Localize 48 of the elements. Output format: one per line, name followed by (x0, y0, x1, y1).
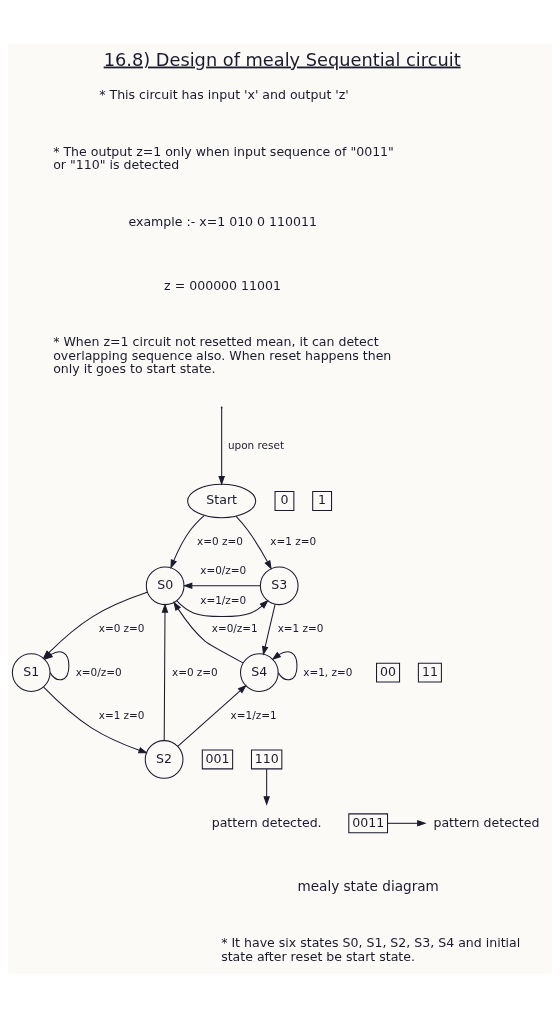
arrow (177, 684, 247, 747)
label: example :- x=1 010 0 110011 (128, 213, 317, 229)
edge-label: x=1 z=0 (98, 708, 145, 721)
label: * This circuit has input 'x' and output 'z' (99, 86, 349, 102)
arrow (43, 686, 148, 753)
node-box: 110 (250, 749, 283, 769)
edge-label: x=1/z=0 (200, 593, 247, 606)
edge-label: upon reset (227, 438, 285, 451)
node-ellipse: Start (187, 483, 257, 518)
node-text: pattern detected (433, 814, 540, 830)
edge-label: x=0/z=1 (211, 621, 258, 634)
node-box: 00 (376, 662, 401, 683)
edge-label: x=0 z=0 (197, 534, 243, 547)
node-box: 0011 (348, 812, 389, 833)
edge-label: x=0/z=0 (75, 665, 122, 678)
arrow (182, 581, 261, 589)
caption: mealy state diagram (297, 877, 439, 894)
node-circle: S3 (259, 565, 299, 605)
node-circle: S0 (145, 565, 185, 605)
node-circle: S1 (11, 652, 51, 692)
node-text: pattern detected. (211, 814, 322, 830)
node-circle: S2 (144, 739, 184, 779)
label: * When z=1 circuit not resetted mean, it can detect overlapping sequence also. When reset happens then only it goes to start state. (53, 333, 392, 376)
node-box: 1 (312, 490, 333, 511)
node-box: 11 (417, 662, 442, 683)
diagram-title: 16.8) Design of mealy Sequential circuit (103, 48, 461, 70)
edge-label: x=1/z=1 (230, 708, 277, 721)
node-box: 001 (201, 749, 234, 769)
edge-label: x=0 z=0 (171, 665, 218, 678)
edge-label: x=1 z=0 (270, 534, 317, 547)
arrow (173, 600, 244, 663)
node-box: 0 (274, 490, 295, 511)
arrow (170, 514, 205, 569)
arrow (218, 406, 225, 486)
edge-label: x=1, z=0 (303, 665, 353, 678)
edge-label: x=0 z=0 (98, 621, 145, 634)
arrow (271, 650, 298, 680)
arrow (262, 603, 276, 656)
arrow (176, 599, 269, 617)
arrow (387, 819, 427, 827)
arrow (161, 602, 169, 741)
label: * It have six states S0, S1, S2, S3, S4 and initial state after reset be start state. (221, 934, 521, 964)
edge-label: x=1 z=0 (277, 621, 324, 634)
arrow (235, 515, 272, 570)
edge-label: x=0/z=0 (200, 563, 247, 576)
arrow (263, 768, 270, 806)
label: z = 000000 11001 (164, 277, 281, 293)
label: * The output z=1 only when input sequence of "0011" or "110" is detected (53, 143, 394, 172)
